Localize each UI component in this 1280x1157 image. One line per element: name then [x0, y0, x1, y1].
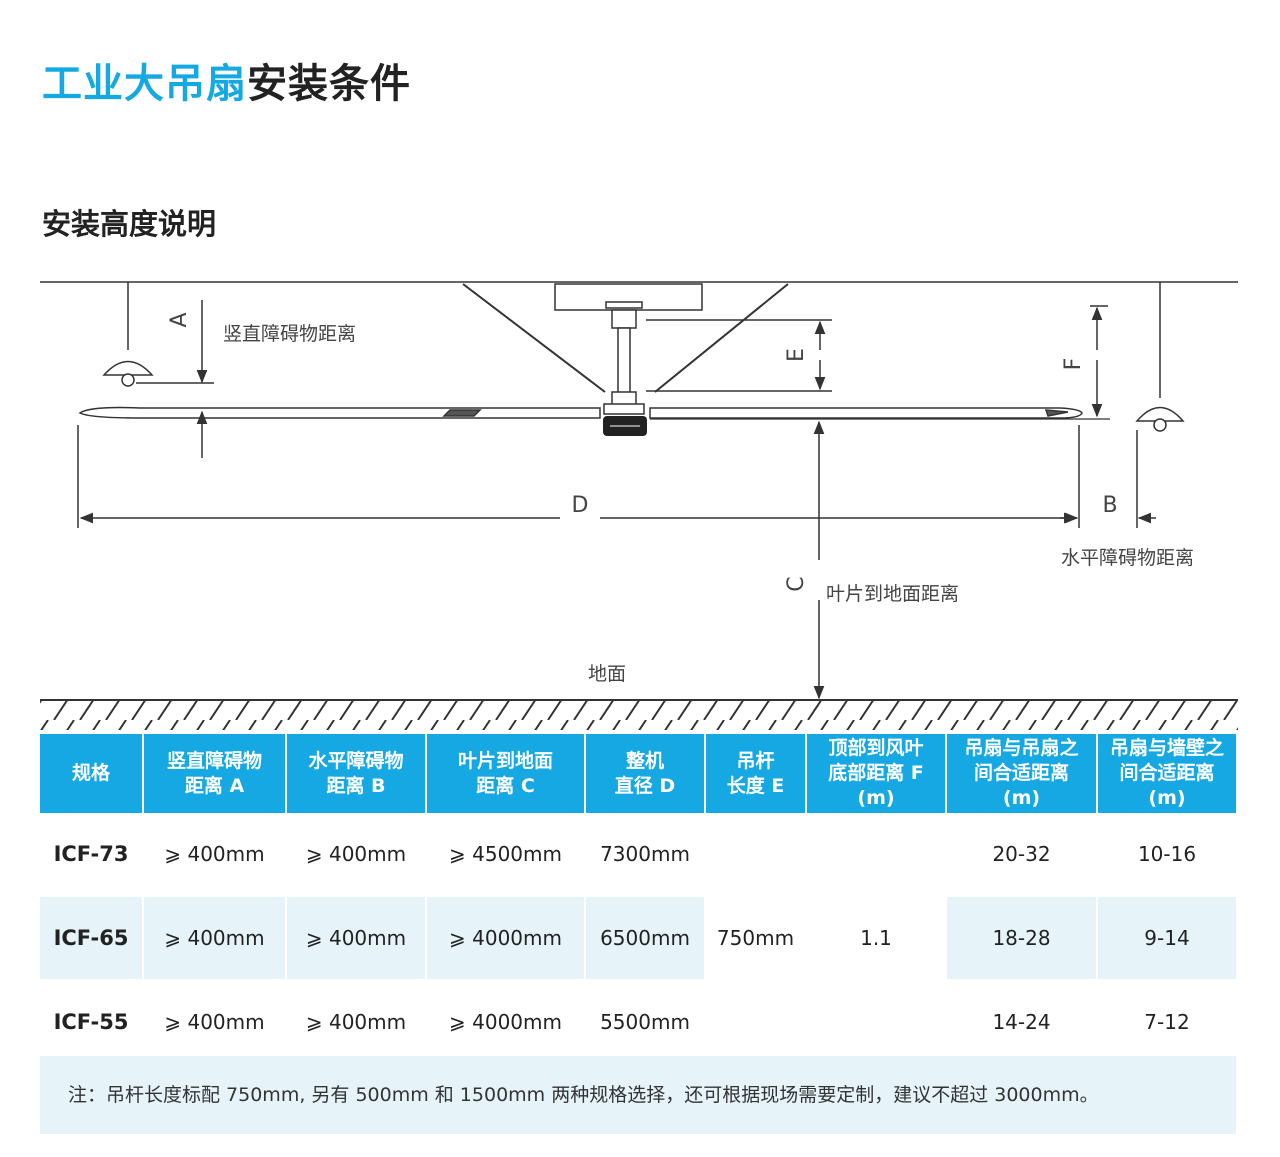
- th-blade-ground-c: 叶片到地面距离 C: [426, 734, 586, 813]
- cell-b: ⩾ 400mm: [286, 813, 427, 897]
- th-vertical-a: 竖直障碍物距离 A: [143, 734, 287, 813]
- brace-wires: [462, 283, 789, 393]
- text-ground: 地面: [588, 663, 626, 685]
- text-vertical-obstacle: 竖直障碍物距离: [223, 323, 356, 345]
- text-horizontal-obstacle: 水平障碍物距离: [1061, 547, 1194, 569]
- installation-diagram: A 竖直障碍物距离 E F D B 水平障碍物距离 C 叶片到地面距离 地面: [40, 281, 1238, 730]
- page-title-rest: 安装条件: [247, 61, 411, 107]
- cell-fan-wall: 9-14: [1097, 896, 1236, 981]
- cell-d: 5500mm: [585, 980, 706, 1065]
- cell-model: ICF-55: [40, 980, 144, 1065]
- table-row: ICF-73 ⩾ 400mm ⩾ 400mm ⩾ 4500mm 7300mm 7…: [40, 813, 1236, 1065]
- th-model: 规格: [40, 734, 144, 813]
- label-c: C: [784, 576, 809, 591]
- fan-blades: [78, 406, 1083, 419]
- cell-fan-wall: 7-12: [1097, 980, 1236, 1065]
- cell-c: ⩾ 4500mm: [426, 813, 586, 897]
- cell-fan-wall: 10-16: [1097, 813, 1236, 897]
- th-fan-fan: 吊扇与吊扇之间合适距离(m): [946, 734, 1098, 813]
- dimension-b: [1060, 430, 1156, 528]
- cell-model: ICF-73: [40, 813, 144, 897]
- ground-hatch: [40, 701, 1238, 730]
- table-header-row: 规格 竖直障碍物距离 A 水平障碍物距离 B 叶片到地面距离 C 整机直径 D …: [40, 734, 1236, 813]
- label-e: E: [784, 348, 809, 362]
- th-fan-wall: 吊扇与墙壁之间合适距离(m): [1097, 734, 1236, 813]
- cell-model: ICF-65: [40, 896, 144, 981]
- text-blade-to-ground: 叶片到地面距离: [826, 583, 959, 605]
- cell-c: ⩾ 4000mm: [426, 896, 586, 981]
- dimension-d: [77, 425, 1080, 528]
- cell-d: 7300mm: [585, 813, 706, 897]
- page-title: 工业大吊扇安装条件: [42, 58, 411, 110]
- motor-icon: [603, 403, 647, 436]
- footnote: 注：吊杆长度标配 750mm, 另有 500mm 和 1500mm 两种规格选择…: [40, 1056, 1236, 1134]
- page-title-highlight: 工业大吊扇: [42, 61, 247, 107]
- dimension-f: [1090, 305, 1108, 418]
- right-lamp-icon: [1135, 282, 1185, 432]
- section-subtitle: 安装高度说明: [42, 207, 217, 241]
- dimension-a: [136, 300, 214, 458]
- cell-e-merged: 750mm: [705, 813, 807, 1065]
- cell-f-merged: 1.1: [806, 813, 947, 1065]
- th-diameter-d: 整机直径 D: [585, 734, 706, 813]
- th-horizontal-b: 水平障碍物距离 B: [286, 734, 427, 813]
- label-d: D: [572, 493, 589, 518]
- cell-fan-fan: 18-28: [946, 896, 1098, 981]
- label-f: F: [1061, 358, 1086, 371]
- table-row: ICF-55 ⩾ 400mm ⩾ 400mm ⩾ 4000mm 5500mm 1…: [40, 980, 1236, 1065]
- cell-d: 6500mm: [585, 896, 706, 981]
- cell-a: ⩾ 400mm: [143, 813, 287, 897]
- cell-b: ⩾ 400mm: [286, 980, 427, 1065]
- cell-a: ⩾ 400mm: [143, 896, 287, 981]
- table-row: ICF-65 ⩾ 400mm ⩾ 400mm ⩾ 4000mm 6500mm 1…: [40, 896, 1236, 981]
- down-rod: [605, 301, 643, 409]
- label-a: A: [167, 312, 192, 327]
- left-lamp-icon: [102, 282, 154, 387]
- cell-b: ⩾ 400mm: [286, 896, 427, 981]
- label-b: B: [1102, 493, 1117, 518]
- cell-a: ⩾ 400mm: [143, 980, 287, 1065]
- cell-fan-fan: 14-24: [946, 980, 1098, 1065]
- cell-c: ⩾ 4000mm: [426, 980, 586, 1065]
- th-top-blade-f: 顶部到风叶底部距离 F(m): [806, 734, 947, 813]
- cell-fan-fan: 20-32: [946, 813, 1098, 897]
- dimension-e: [646, 319, 832, 392]
- spec-table: 规格 竖直障碍物距离 A 水平障碍物距离 B 叶片到地面距离 C 整机直径 D …: [40, 734, 1236, 1065]
- th-rod-e: 吊杆长度 E: [705, 734, 807, 813]
